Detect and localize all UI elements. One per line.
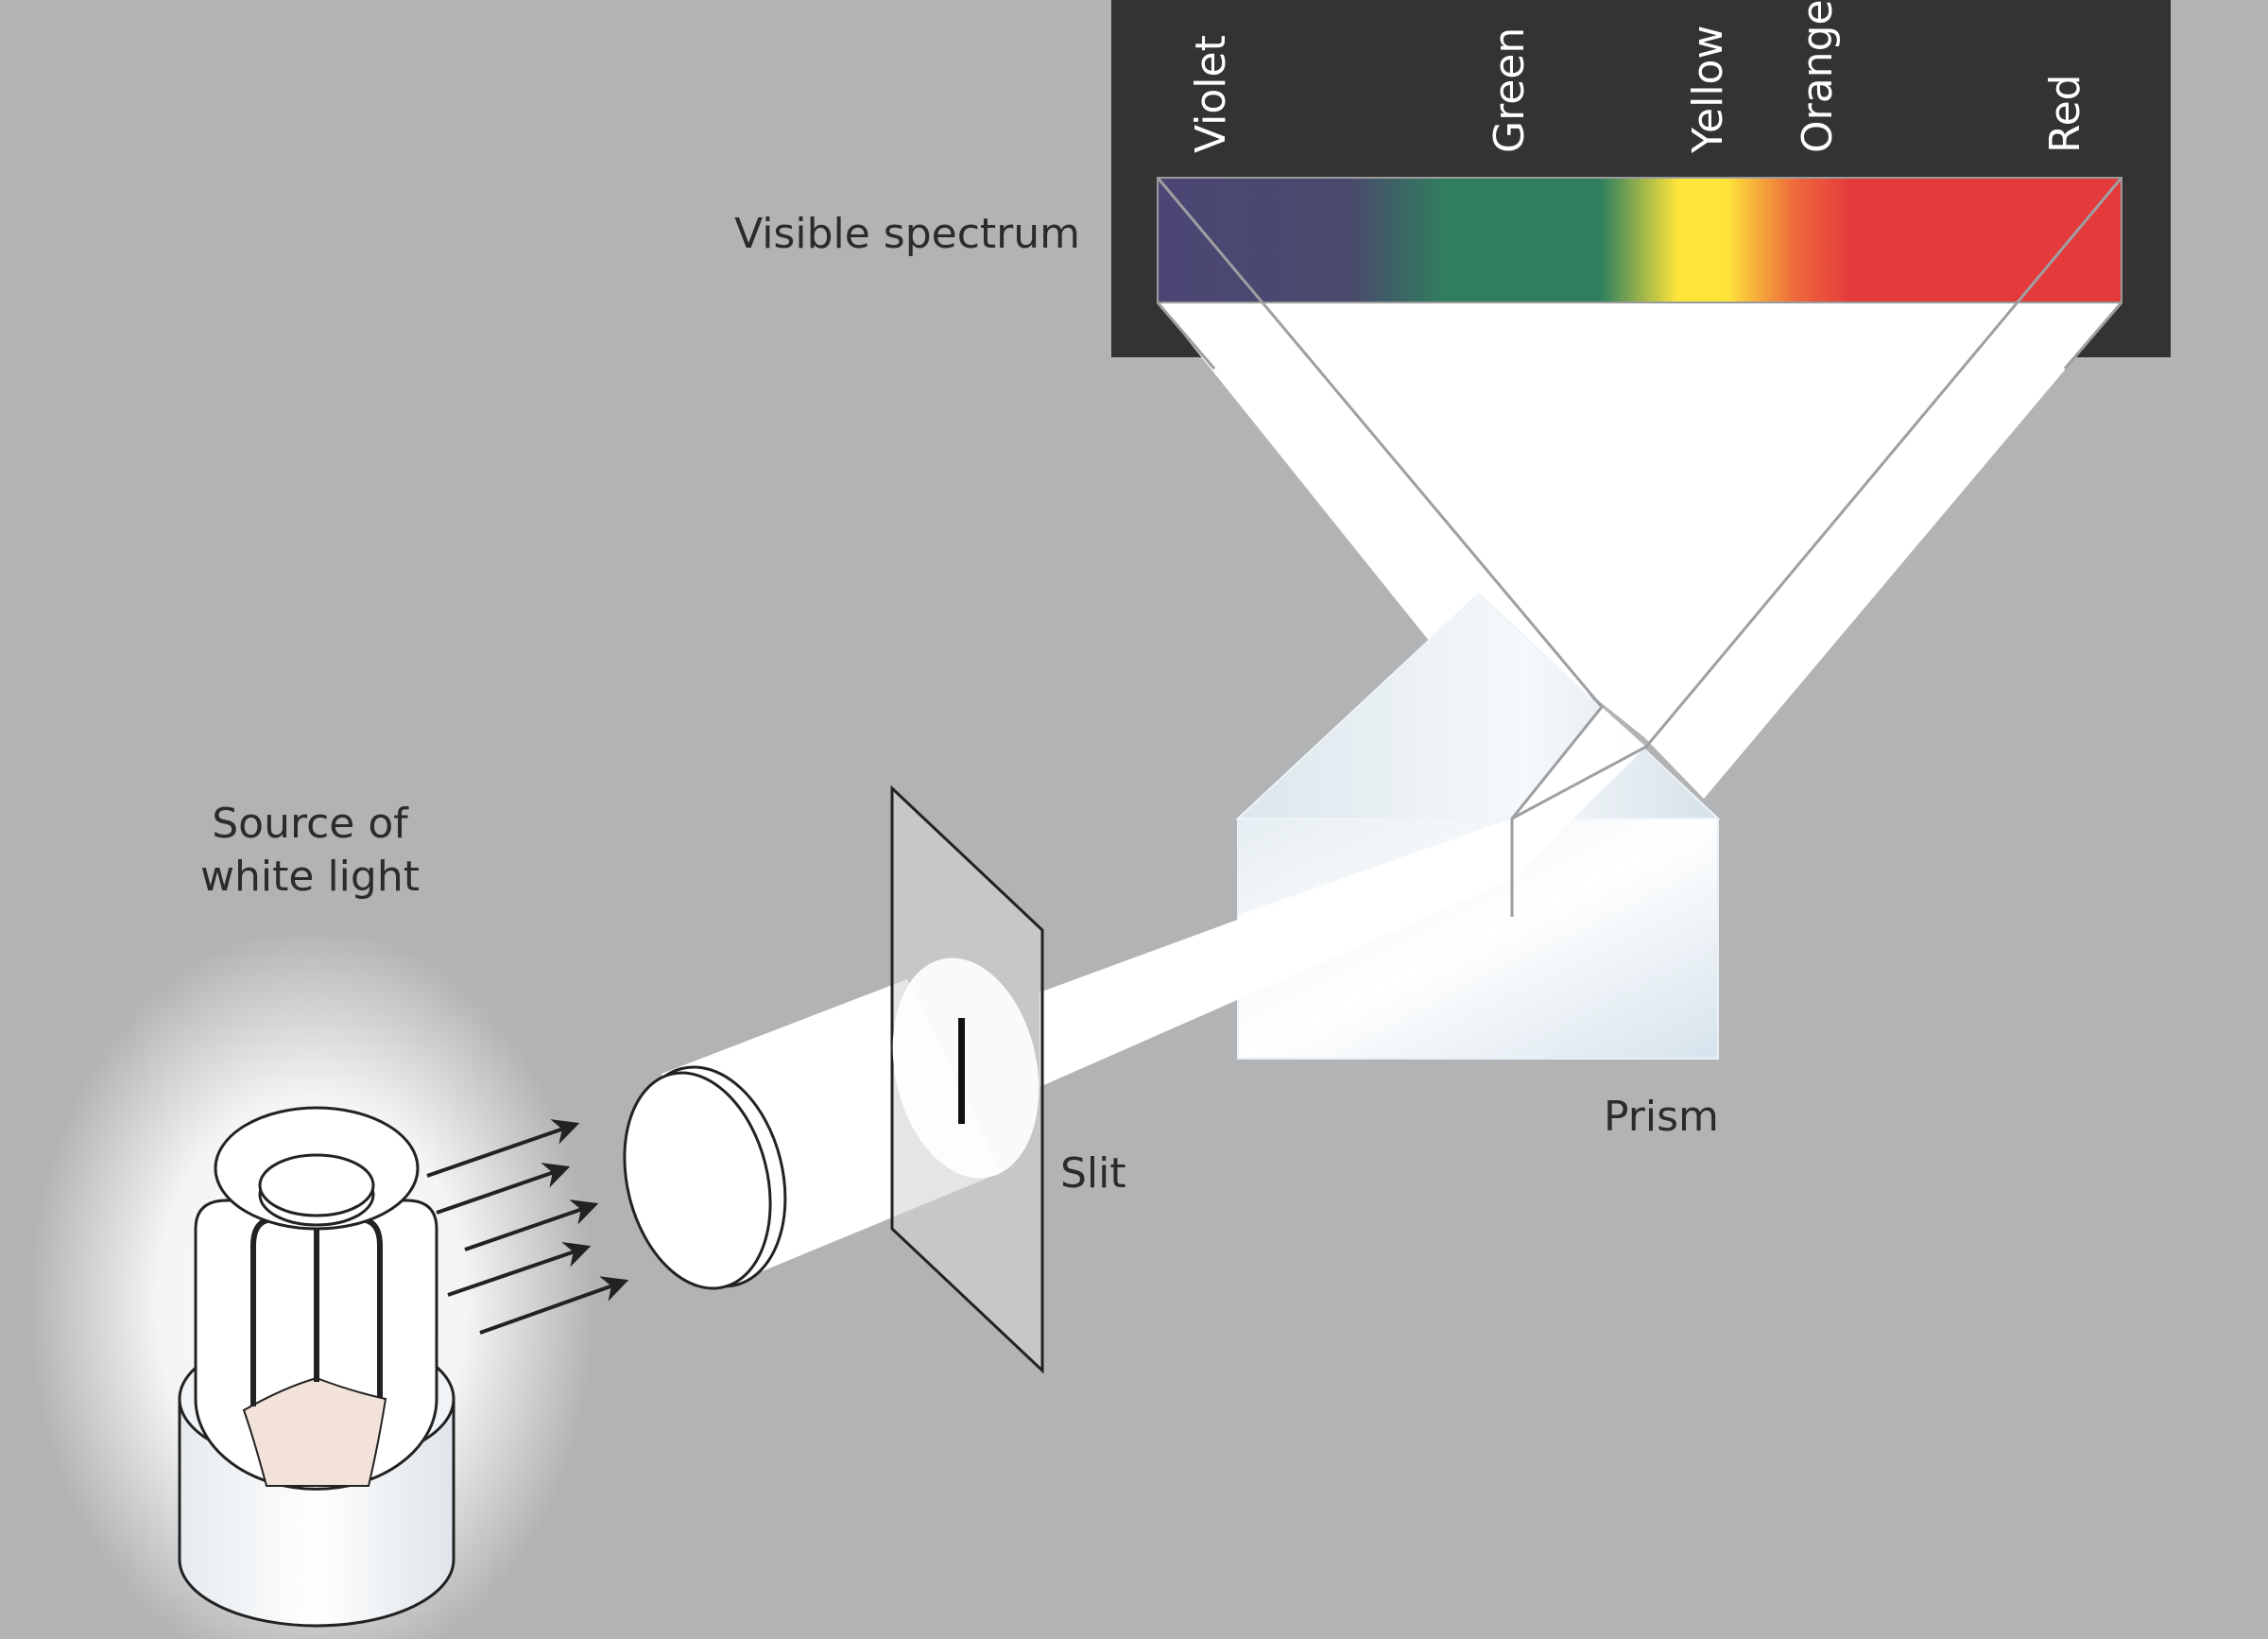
spectrum-label-red: Red <box>2041 74 2089 153</box>
spectrum-band-frame <box>1157 177 2122 303</box>
source-label-line2: white light <box>200 853 420 901</box>
visible-spectrum-label: Visible spectrum <box>734 210 1080 258</box>
prism-label: Prism <box>1604 1093 1719 1141</box>
spectrum-label-orange: Orange <box>1794 0 1842 153</box>
source-label-line1: Source of <box>212 800 409 848</box>
light-arrows <box>426 1119 629 1335</box>
beam-in-prism <box>1238 819 1512 983</box>
lens-face <box>623 1071 772 1290</box>
slit-opening <box>958 1018 965 1124</box>
spectrum-label-green: Green <box>1486 27 1534 153</box>
slit-light-spot <box>892 958 1040 1179</box>
light-source <box>178 1106 455 1628</box>
refracted-beam <box>1512 707 1646 879</box>
spectrum-label-yellow: Yellow <box>1684 26 1732 154</box>
ray-lines <box>1156 177 2123 917</box>
slit-label: Slit <box>1060 1149 1126 1198</box>
dispersed-light-fan <box>1158 302 2122 799</box>
spectrum-label-violet: Violet <box>1187 35 1235 153</box>
visible-spectrum-band <box>1158 178 2122 302</box>
